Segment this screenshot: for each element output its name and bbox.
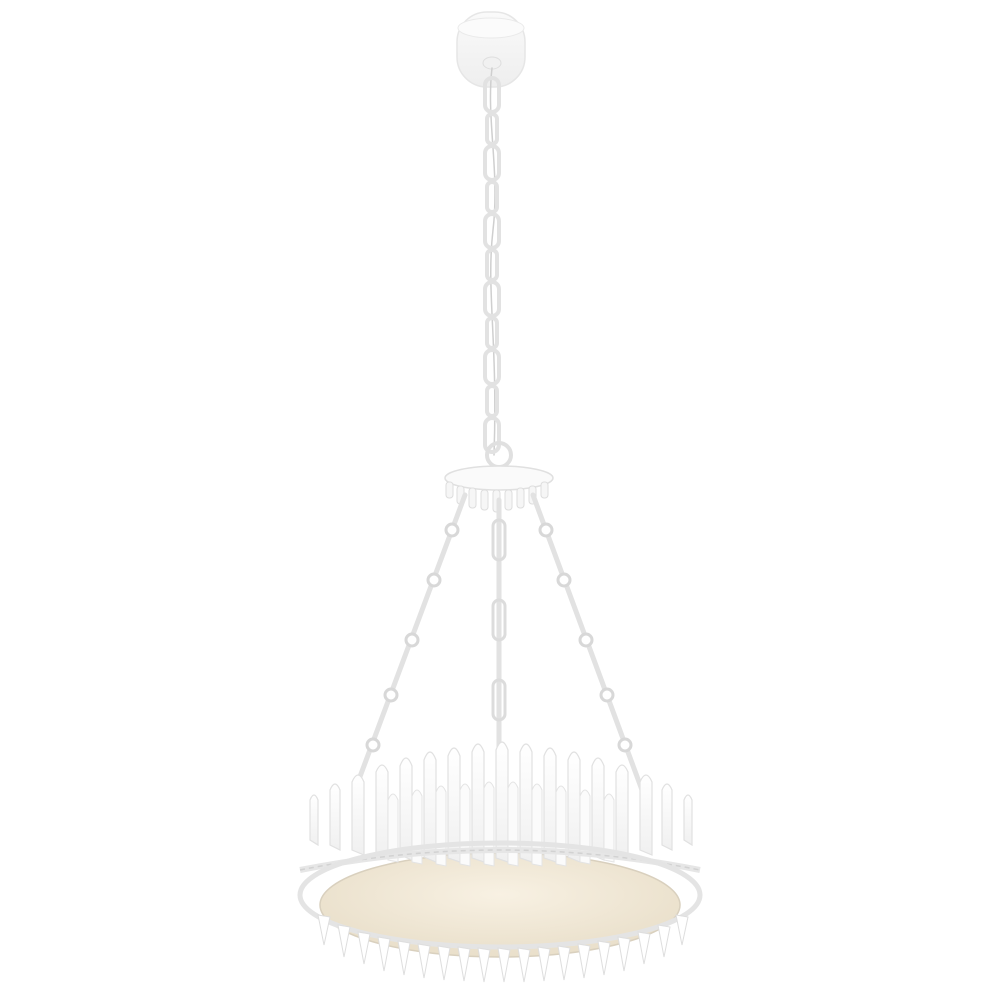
leaf-crown-shade [309,741,693,863]
support-chains [352,492,645,793]
crown-hub [444,441,554,513]
ceiling-canopy [456,11,526,88]
twisted-rope-band [297,840,703,950]
lower-fringe [317,914,689,983]
suspension-chain [483,67,501,456]
